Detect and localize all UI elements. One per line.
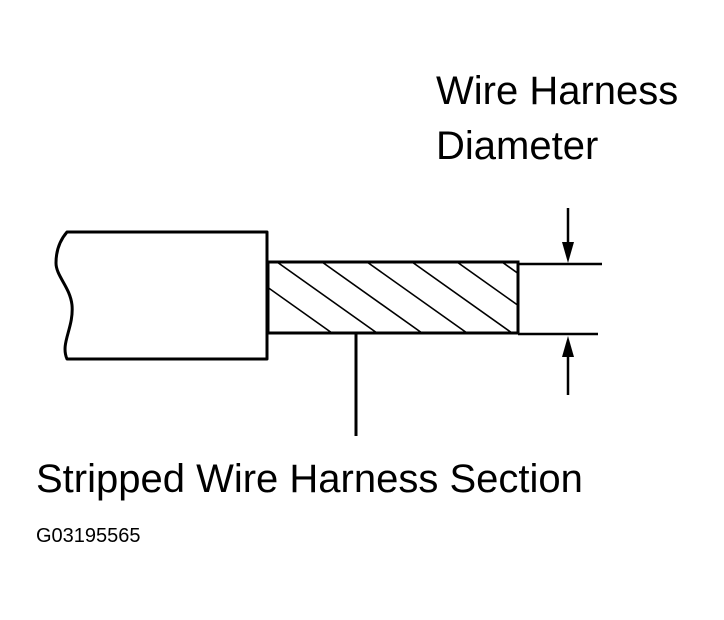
arrow-up-icon (562, 336, 574, 395)
figure-id: G03195565 (36, 525, 141, 547)
cable-insulation (54, 230, 269, 361)
arrow-down-icon (562, 208, 574, 263)
diameter-label-line2: Diameter (436, 124, 599, 168)
diameter-label-line1: Wire Harness (436, 69, 679, 113)
stripped-conductor (266, 260, 520, 335)
section-label: Stripped Wire Harness Section (36, 457, 583, 501)
